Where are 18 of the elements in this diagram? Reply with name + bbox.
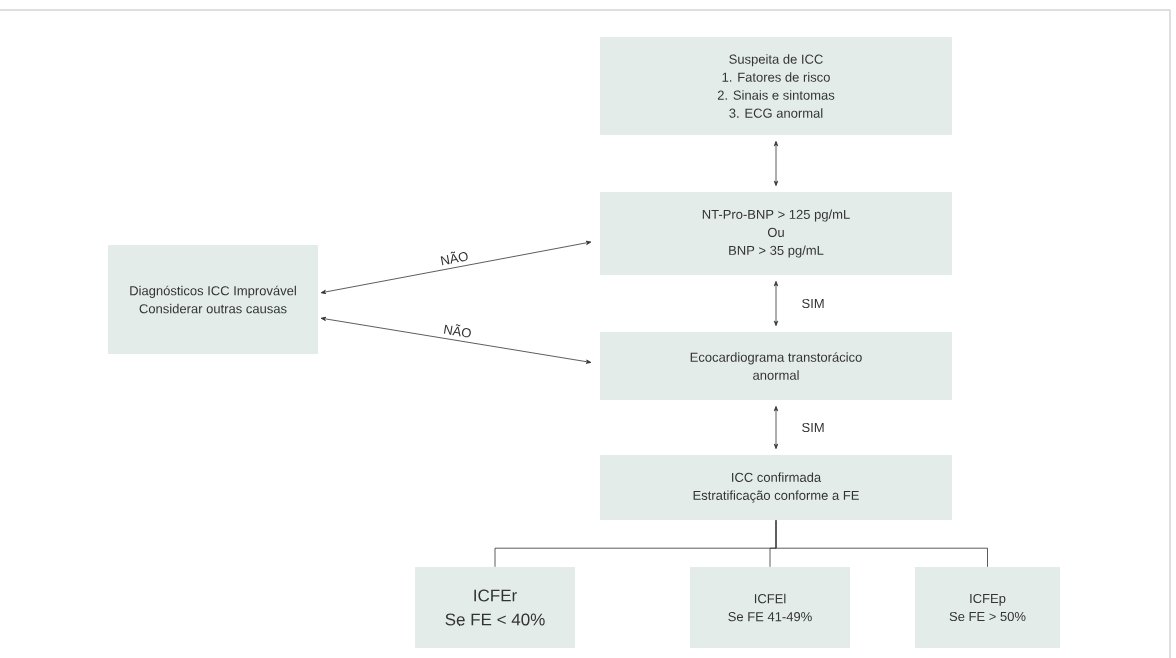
process-box: Diagnósticos ICC Improvável Considerar outras causas — [108, 245, 318, 354]
connector-line — [775, 519, 988, 568]
process-box: ICFEp Se FE > 50% — [915, 567, 1060, 648]
edge-label: SIM — [802, 422, 824, 433]
process-box: ICFEr Se FE < 40% — [415, 567, 575, 648]
edge-label: NÃO — [440, 251, 468, 266]
process-box: ICFEl Se FE 41-49% — [690, 567, 850, 648]
edge-label: NÃO — [443, 324, 471, 338]
process-box: Ecocardiograma transtorácico anormal — [600, 332, 952, 400]
arrow — [773, 280, 779, 327]
arrow — [773, 405, 779, 450]
arrow — [320, 240, 592, 295]
edge-label: SIM — [802, 298, 824, 309]
arrow — [773, 140, 779, 187]
process-box: ICC confirmada Estratificação conforme a FE — [600, 455, 952, 520]
arrow — [320, 316, 592, 364]
process-box: NT-Pro-BNP > 125 pg/mL Ou BNP > 35 pg/mL — [600, 192, 952, 275]
process-box: Suspeita de ICC 1. Fatores de risco 2. Sinais e sintomas 3. ECG anormal — [600, 37, 952, 135]
